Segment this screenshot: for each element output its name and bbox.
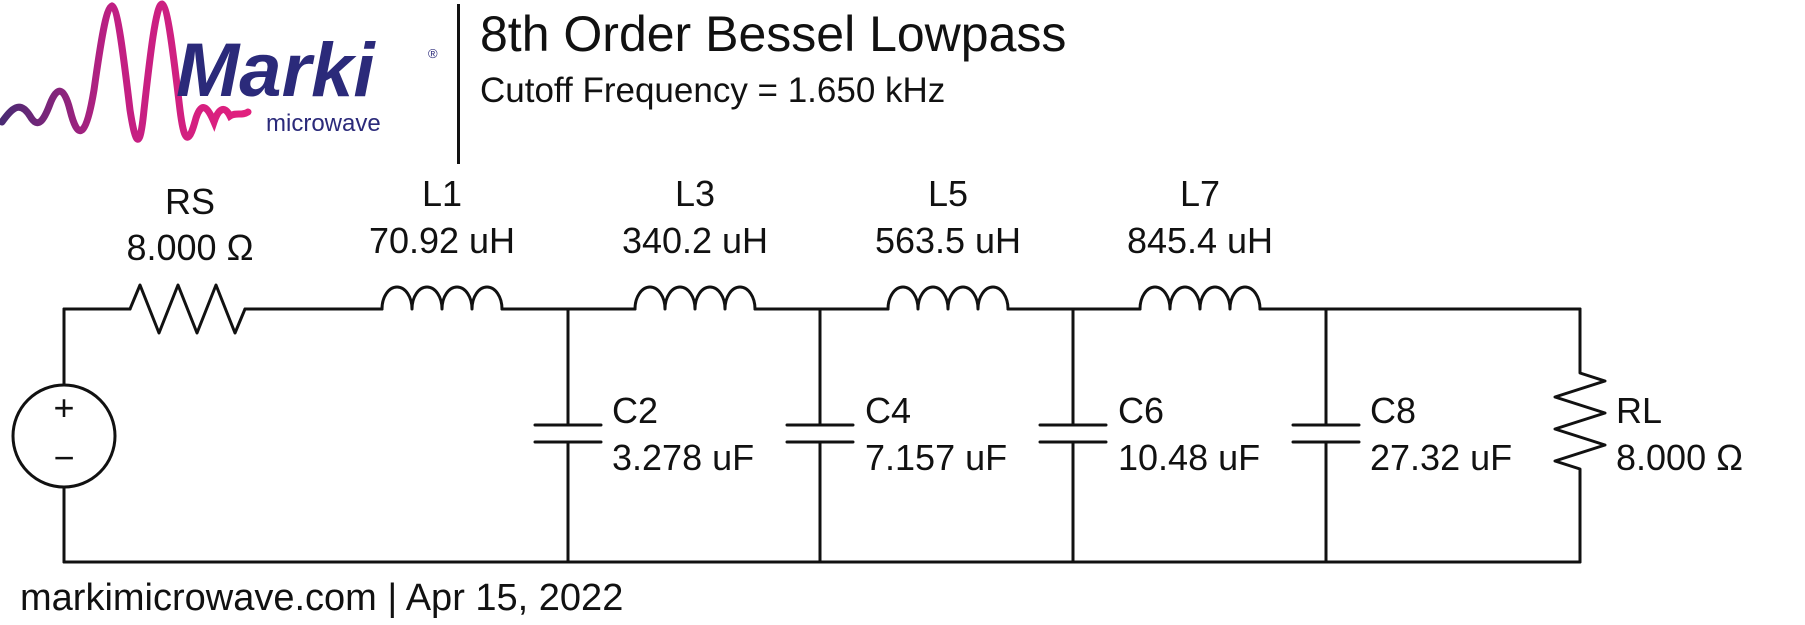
rs-label: RS [165, 181, 215, 222]
c6-capacitor-symbol [1038, 307, 1108, 564]
l7-label: L7 [1180, 173, 1220, 214]
l5-value: 563.5 uH [875, 220, 1021, 261]
wave-icon [0, 0, 252, 143]
logo-tagline: microwave [266, 110, 381, 137]
l1-value: 70.92 uH [369, 220, 515, 261]
logo-registered-mark: ® [428, 46, 438, 61]
rs-value: 8.000 Ω [126, 227, 253, 268]
diagram-subtitle: Cutoff Frequency = 1.650 kHz [480, 71, 946, 110]
rl-value: 8.000 Ω [1616, 437, 1743, 478]
l7-value: 845.4 uH [1127, 220, 1273, 261]
l1-inductor-symbol [380, 285, 504, 311]
l3-label: L3 [675, 173, 715, 214]
rs-resistor-symbol [128, 283, 247, 335]
c4-capacitor-symbol [785, 307, 855, 564]
c2-capacitor-symbol [533, 307, 603, 564]
l5-label: L5 [928, 173, 968, 214]
l3-value: 340.2 uH [622, 220, 768, 261]
c8-label: C8 [1370, 390, 1416, 431]
logo-brand-text: Marki [176, 28, 376, 113]
c8-value: 27.32 uF [1370, 437, 1512, 478]
c4-value: 7.157 uF [865, 437, 1007, 478]
source-plus-sign: + [53, 387, 74, 428]
diagram-title: 8th Order Bessel Lowpass [480, 6, 1067, 62]
voltage-source-symbol [11, 383, 117, 489]
c6-label: C6 [1118, 390, 1164, 431]
c2-label: C2 [612, 390, 658, 431]
l7-inductor-symbol [1138, 285, 1262, 311]
l3-inductor-symbol [633, 285, 757, 311]
header-divider [457, 4, 460, 164]
l1-label: L1 [422, 173, 462, 214]
marki-microwave-logo: Marki ® microwave [0, 0, 438, 143]
c6-value: 10.48 uF [1118, 437, 1260, 478]
c4-label: C4 [865, 390, 911, 431]
l5-inductor-symbol [886, 285, 1010, 311]
source-minus-sign: − [53, 437, 74, 478]
footer-text: markimicrowave.com | Apr 15, 2022 [20, 577, 624, 619]
rl-resistor-symbol [1553, 307, 1607, 564]
c2-value: 3.278 uF [612, 437, 754, 478]
c8-capacitor-symbol [1291, 307, 1361, 564]
rl-label: RL [1616, 390, 1662, 431]
